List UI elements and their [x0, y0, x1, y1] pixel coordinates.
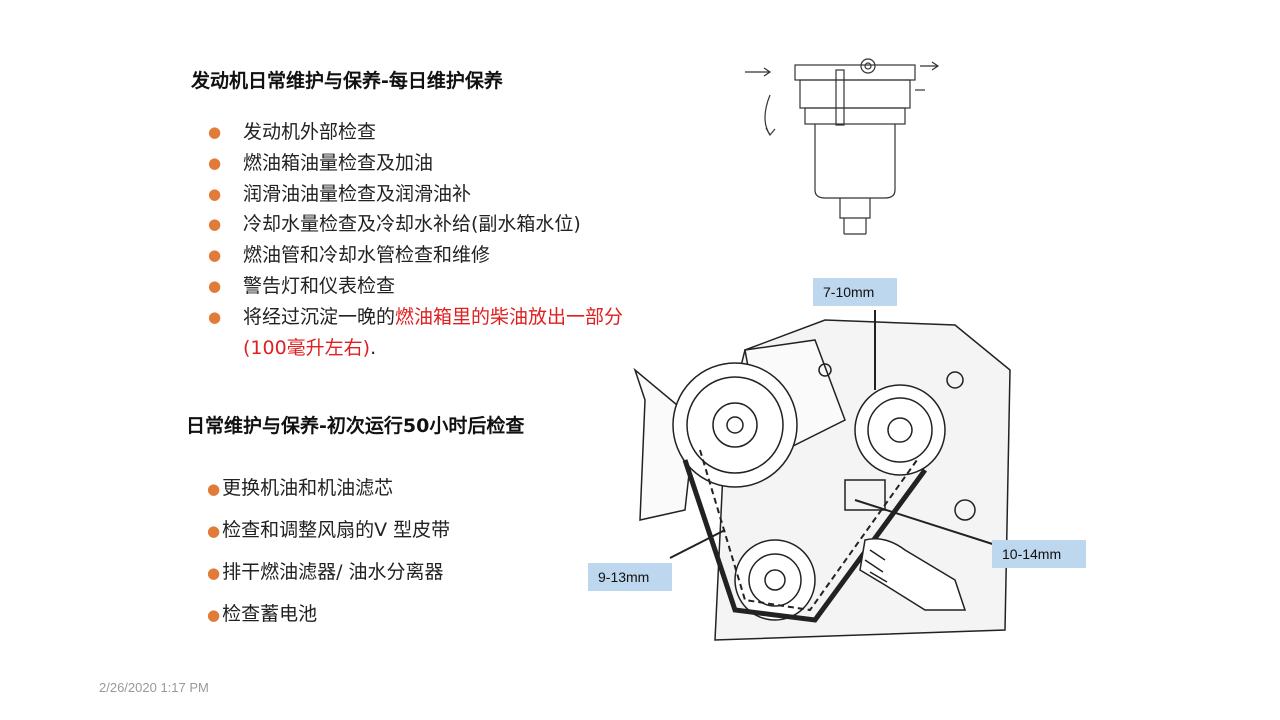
bullet-icon: ●: [208, 184, 222, 203]
list-item: ●检查蓄电池: [207, 603, 318, 625]
footer-date: 2/26/2020 1:17 PM: [99, 680, 209, 695]
belt-tension-label-top: 7-10mm: [813, 278, 897, 306]
first-50h-check-list: ●更换机油和机油滤芯 ●检查和调整风扇的V 型皮带 ●排干燃油滤器/ 油水分离器…: [207, 468, 450, 636]
list-item: ●更换机油和机油滤芯: [207, 477, 394, 499]
list-item: ●警告灯和仪表检查: [208, 271, 628, 302]
list-item: ●燃油箱油量检查及加油: [208, 148, 628, 179]
list-item: ●润滑油油量检查及润滑油补: [208, 179, 628, 210]
bullet-icon: ●: [208, 276, 222, 295]
bullet-icon: ●: [208, 123, 222, 141]
bullet-icon: ●: [208, 215, 222, 234]
list-item: ●燃油管和冷却水管检查和维修: [208, 240, 628, 271]
belt-tension-label-left: 9-13mm: [588, 563, 672, 591]
bullet-icon: ●: [208, 307, 222, 326]
section1-title: 发动机日常维护与保养-每日维护保养: [191, 70, 503, 92]
bullet-icon: ●: [207, 480, 221, 498]
list-item: ●检查和调整风扇的V 型皮带: [207, 519, 451, 541]
bullet-icon: ●: [207, 564, 221, 582]
list-item: ●排干燃油滤器/ 油水分离器: [207, 561, 444, 583]
list-item: ●冷却水量检查及冷却水补给(副水箱水位): [208, 209, 628, 240]
bullet-icon: ●: [207, 522, 221, 540]
fuel-filter-illustration: [745, 58, 940, 235]
list-item-fuel-drain: ●将经过沉淀一晚的燃油箱里的柴油放出一部分(100毫升左右).: [208, 302, 628, 364]
daily-maintenance-list: ●发动机外部检查 ●燃油箱油量检查及加油 ●润滑油油量检查及润滑油补 ●冷却水量…: [208, 117, 628, 363]
highlight-text: 燃油箱里的柴油放出一部分(100毫升左右): [243, 305, 624, 359]
belt-tension-label-right: 10-14mm: [992, 540, 1086, 568]
section2-title: 日常维护与保养-初次运行50小时后检查: [186, 415, 525, 437]
bullet-icon: ●: [208, 246, 222, 265]
engine-belt-illustration: [633, 310, 1011, 641]
bullet-icon: ●: [208, 153, 222, 172]
bullet-icon: ●: [207, 606, 221, 624]
list-item: ●发动机外部检查: [208, 117, 628, 148]
